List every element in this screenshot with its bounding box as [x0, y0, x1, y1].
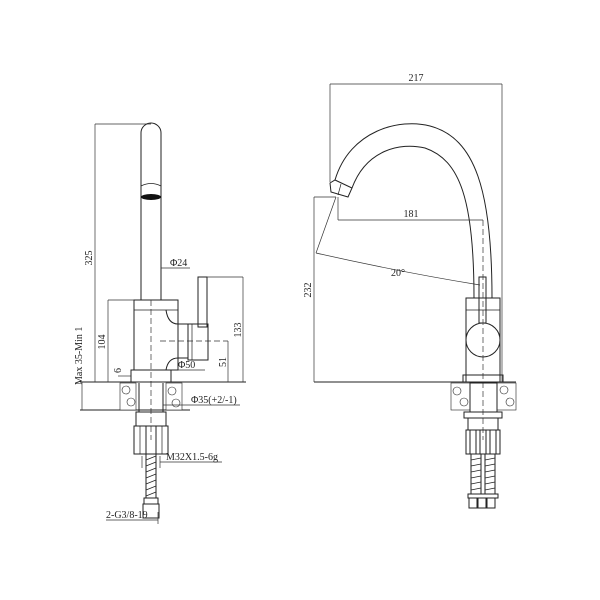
front-view: 217 181 232 20° [303, 73, 517, 509]
dimensions-front: 217 181 232 20° [303, 73, 503, 382]
supply-hose [142, 453, 160, 519]
countertop-section [119, 382, 183, 412]
dim-spout-diameter: Φ24 [170, 258, 187, 269]
gooseneck-spout [329, 123, 493, 299]
dim-counter-thickness: Max 35-Min 1 [74, 327, 85, 385]
dim-base-offset: 6 [113, 368, 124, 373]
dim-hole-diameter: Φ35(+2/-1) [191, 395, 237, 406]
dim-swivel-angle: 20° [391, 268, 405, 279]
aerator-icon [141, 194, 161, 200]
side-view: 325 104 Φ24 133 51 Φ50 6 Max 35-Min 1 Φ3… [74, 122, 246, 524]
dim-hose-connection: 2-G3/8-19 [106, 510, 148, 521]
dim-width-total: 217 [409, 73, 424, 84]
dim-body-diameter: Φ50 [178, 360, 195, 371]
faucet-body-front [462, 220, 504, 440]
lever-handle-front [478, 276, 487, 324]
dim-handle-axis-height: 51 [218, 357, 229, 367]
mounting-shank-front [463, 411, 503, 455]
dimensions-side: 325 104 Φ24 133 51 Φ50 6 Max 35-Min 1 Φ3… [74, 123, 244, 524]
dim-body-height: 104 [97, 335, 108, 350]
supply-hoses-front [467, 453, 499, 509]
spout-tube [140, 122, 162, 300]
countertop-section-front [450, 382, 517, 413]
dim-spout-height: 232 [303, 283, 314, 298]
dim-thread: M32X1.5-6g [166, 452, 218, 463]
dim-spout-reach: 181 [404, 209, 419, 220]
dim-handle-height: 133 [233, 323, 244, 338]
lever-handle [187, 276, 209, 361]
dim-height-total: 325 [84, 251, 95, 266]
